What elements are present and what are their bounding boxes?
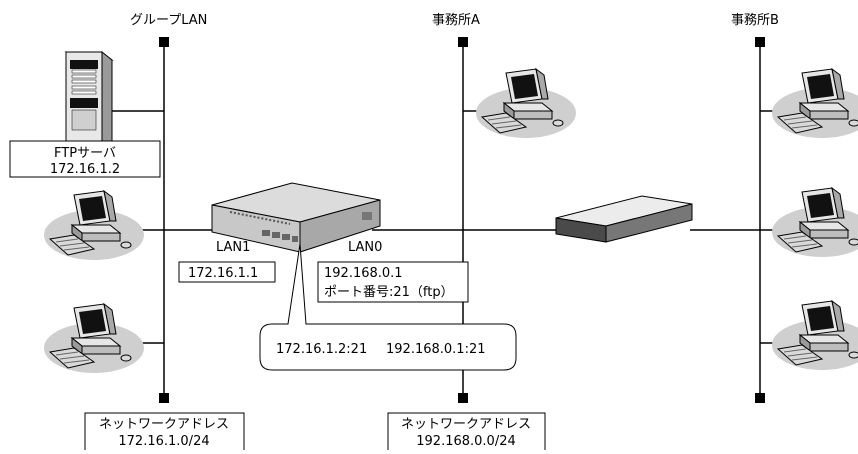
ftp-server-label-box: FTPサーバ 172.16.1.2 — [9, 140, 161, 178]
group-lan-label: グループLAN — [130, 13, 207, 28]
left-bottom-terminator — [159, 393, 169, 403]
lan1-ip: 172.16.1.1 — [188, 266, 258, 281]
router-icon — [211, 182, 381, 253]
nat-mapping-callout — [259, 243, 517, 371]
middle-network-title: ネットワークアドレス — [401, 417, 531, 432]
lan0-ip-box: 192.168.0.1 ポート番号:21（ftp） — [317, 261, 469, 303]
lan1-ip-box: 172.16.1.1 — [178, 261, 276, 283]
nat-outside-address: 192.168.0.1:21 — [386, 342, 486, 357]
left-pc2-icon — [43, 303, 145, 374]
nat-inside-address: 172.16.1.2:21 — [276, 342, 367, 357]
office-b-label: 事務所B — [731, 13, 779, 28]
right-top-terminator — [755, 37, 765, 47]
office-a-label: 事務所A — [432, 13, 480, 28]
lan0-ip: 192.168.0.1 — [324, 266, 403, 281]
office-b-pc1-icon — [771, 68, 858, 139]
middle-network-address: 192.168.0.0/24 — [416, 434, 516, 449]
middle-bottom-terminator — [458, 393, 468, 403]
lan0-port: ポート番号:21（ftp） — [324, 285, 454, 300]
office-b-pc2-icon — [771, 187, 858, 258]
middle-network-address-box: ネットワークアドレス 192.168.0.0/24 — [387, 412, 546, 450]
left-network-title: ネットワークアドレス — [99, 417, 229, 432]
left-pc1-icon — [43, 190, 145, 261]
ftp-server-name: FTPサーバ — [54, 146, 116, 161]
ftp-server-icon — [64, 50, 114, 152]
right-bottom-terminator — [755, 393, 765, 403]
router-lan1-label: LAN1 — [216, 240, 250, 255]
switch-icon — [555, 195, 693, 243]
middle-top-terminator — [458, 37, 468, 47]
left-top-terminator — [159, 37, 169, 47]
router-lan0-label: LAN0 — [348, 240, 382, 255]
ftp-server-ip: 172.16.1.2 — [50, 162, 120, 177]
left-network-address: 172.16.1.0/24 — [118, 434, 209, 449]
office-a-pc-icon — [475, 68, 577, 139]
left-network-address-box: ネットワークアドレス 172.16.1.0/24 — [84, 412, 245, 450]
office-b-pc3-icon — [771, 300, 858, 371]
